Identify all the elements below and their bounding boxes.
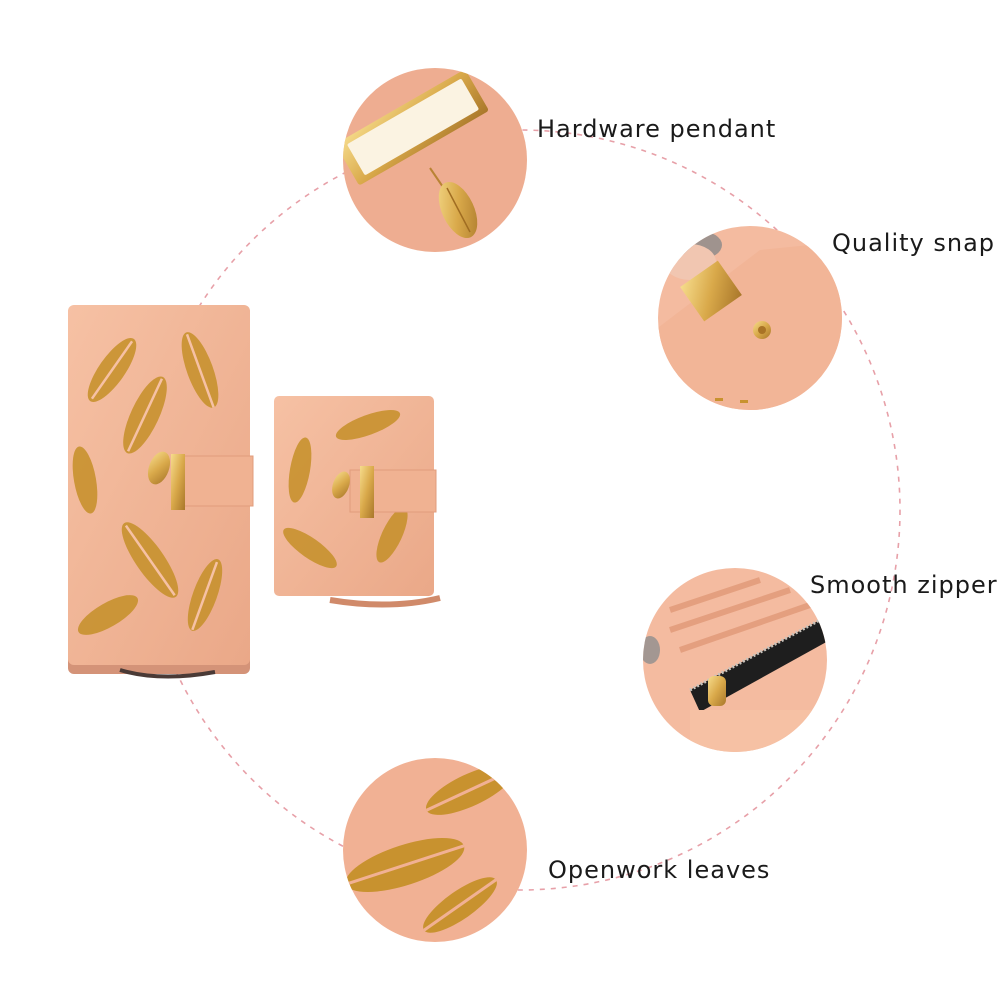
label-hardware-pendant: Hardware pendant <box>537 115 777 143</box>
large-wallet <box>68 305 254 679</box>
label-smooth-zipper: Smooth zipper <box>810 571 998 599</box>
small-wallet-leaf-cutouts <box>283 410 408 569</box>
label-quality-snap: Quality snap <box>832 229 996 257</box>
detail-circle-zipper <box>643 568 827 752</box>
label-openwork-leaves: Openwork leaves <box>548 856 771 884</box>
detail-circle-snap <box>658 226 842 410</box>
detail-circle-leaves <box>343 758 527 942</box>
dashed-guide-circle <box>139 129 901 891</box>
detail-circle-pendant <box>343 68 527 252</box>
small-wallet <box>274 396 441 608</box>
